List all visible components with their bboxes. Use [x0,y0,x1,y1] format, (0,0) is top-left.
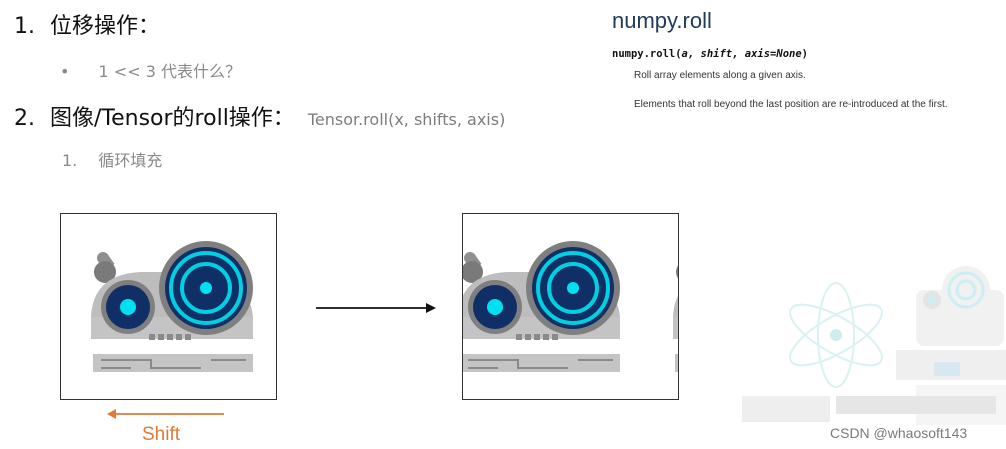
bullet-1-text: 1 << 3 代表什么？ [98,62,241,81]
sub-item-1-number: 1. [62,151,78,170]
heading-2-code: Tensor.roll(x, shifts, axis) [307,110,506,129]
transform-arrow [316,303,436,313]
bullet-marker: • [60,62,70,81]
heading-2-number: 2. [14,106,35,131]
sub-item-1-text: 循环填充 [98,151,163,170]
faded-background-art [789,266,1006,425]
heading-1-number: 1. [14,14,35,39]
rolled-image-frame [462,213,679,400]
heading-2: 2. 图像/Tensor的roll操作： Tensor.roll(x, shif… [14,100,505,132]
numpy-roll-desc-1: Roll array elements along a given axis. [634,70,806,81]
original-image-frame [60,213,277,400]
signature-close: ) [801,48,808,60]
heading-2-text: 图像/Tensor的roll操作： [50,106,295,131]
robot-image-original [89,239,255,374]
shift-arrow [107,409,224,419]
numpy-roll-title: numpy.roll [612,8,712,33]
shift-label: Shift [142,424,181,445]
signature-params: a, shift, axis=None [681,48,802,60]
robot-image-rolled [463,239,678,374]
sub-item-1: 1. 循环填充 [62,147,162,171]
blurred-area-2 [836,396,996,414]
heading-1-text: 位移操作： [50,14,161,39]
signature-func: numpy.roll( [612,48,682,60]
heading-1: 1. 位移操作： [14,8,160,40]
blurred-area-1 [742,396,830,422]
numpy-roll-signature: numpy.roll(a, shift, axis=None) [612,48,808,60]
numpy-roll-desc-2: Elements that roll beyond the last posit… [634,99,948,110]
csdn-watermark: CSDN @whaosoft143 [830,425,968,441]
bullet-1: • 1 << 3 代表什么？ [60,58,241,82]
